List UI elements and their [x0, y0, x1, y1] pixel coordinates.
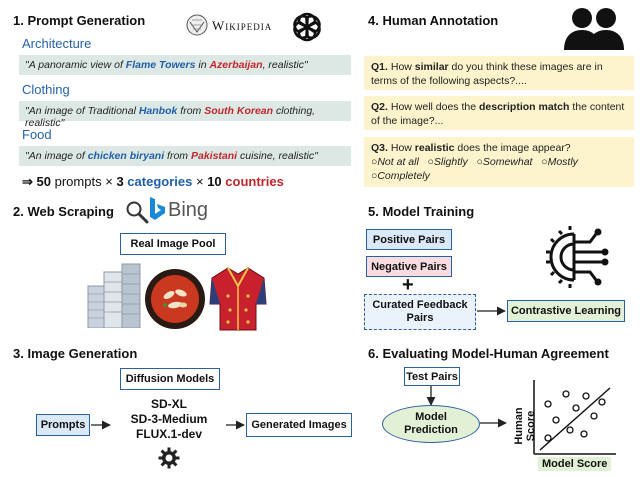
generated-images-box: Generated Images: [246, 413, 352, 437]
option-completely: ○Completely: [371, 170, 430, 182]
search-icon: [125, 200, 149, 224]
negative-pairs-box: Negative Pairs: [366, 256, 452, 277]
contrastive-learning-box: Contrastive Learning: [507, 300, 625, 322]
prompt-architecture: "A panoramic view of Flame Towers in Aze…: [19, 55, 351, 75]
section-title-model-training: 5. Model Training: [368, 204, 475, 219]
test-pairs-box: Test Pairs: [404, 367, 460, 386]
question-2: Q2. How well does the description match …: [364, 96, 634, 130]
option-mostly: ○Mostly: [541, 156, 578, 168]
prompt-food: "An image of chicken biryani from Pakist…: [19, 146, 351, 166]
y-axis-label: Human Score: [513, 407, 537, 445]
category-architecture: Architecture: [22, 36, 92, 51]
section-title-web-scraping: 2. Web Scraping: [13, 204, 114, 219]
ai-chip-icon: [540, 222, 612, 292]
gear-icon: [158, 447, 180, 469]
answer-options: ○Not at all ○Slightly ○Somewhat ○Mostly: [371, 155, 627, 169]
prompt-summary: ⇒ 50 prompts × 3 categories × 10 countri…: [22, 174, 284, 189]
curated-feedback-pairs-box: Curated Feedback Pairs: [364, 294, 476, 330]
section-title-prompt-generation: 1. Prompt Generation: [13, 13, 146, 28]
wikipedia-wordmark: Wikipedia: [212, 18, 273, 33]
prompt-clothing: "An image of Traditional Hanbok from Sou…: [19, 101, 351, 129]
question-3: Q3. How realistic does the image appear?…: [364, 137, 634, 187]
model-flux: FLUX.1-dev: [135, 427, 202, 441]
section-title-evaluation: 6. Evaluating Model-Human Agreement: [368, 346, 609, 361]
clothing-illustration: [208, 264, 268, 332]
openai-logo-icon: [290, 10, 324, 44]
model-sd3: SD-3-Medium: [130, 412, 208, 426]
diffusion-models-box: Diffusion Models: [120, 368, 220, 390]
model-list: SD-XL SD-3-Medium FLUX.1-dev: [112, 397, 226, 442]
option-somewhat: ○Somewhat: [476, 156, 533, 168]
buildings-illustration: [86, 262, 142, 329]
category-food: Food: [22, 127, 52, 142]
positive-pairs-box: Positive Pairs: [366, 229, 452, 250]
plus-sign: +: [402, 274, 414, 296]
bing-wordmark: Bing: [168, 199, 209, 221]
bing-logo-icon: [148, 196, 166, 222]
question-1: Q1. How similar do you think these image…: [364, 56, 634, 90]
section-title-human-annotation: 4. Human Annotation: [368, 13, 499, 28]
option-not-at-all: ○Not at all: [371, 156, 419, 168]
model-prediction-ellipse: Model Prediction: [382, 405, 480, 443]
food-bowl-illustration: [143, 267, 207, 331]
scatter-plot-icon: [504, 372, 620, 472]
model-sdxl: SD-XL: [151, 397, 187, 411]
option-slightly: ○Slightly: [427, 156, 468, 168]
category-clothing: Clothing: [22, 82, 70, 97]
real-image-pool-box: Real Image Pool: [120, 233, 226, 255]
x-axis-label: Model Score: [538, 457, 612, 471]
prompts-box: Prompts: [36, 414, 90, 436]
section-title-image-generation: 3. Image Generation: [13, 346, 138, 361]
users-icon: [562, 6, 626, 52]
wikipedia-logo-icon: [186, 14, 208, 36]
